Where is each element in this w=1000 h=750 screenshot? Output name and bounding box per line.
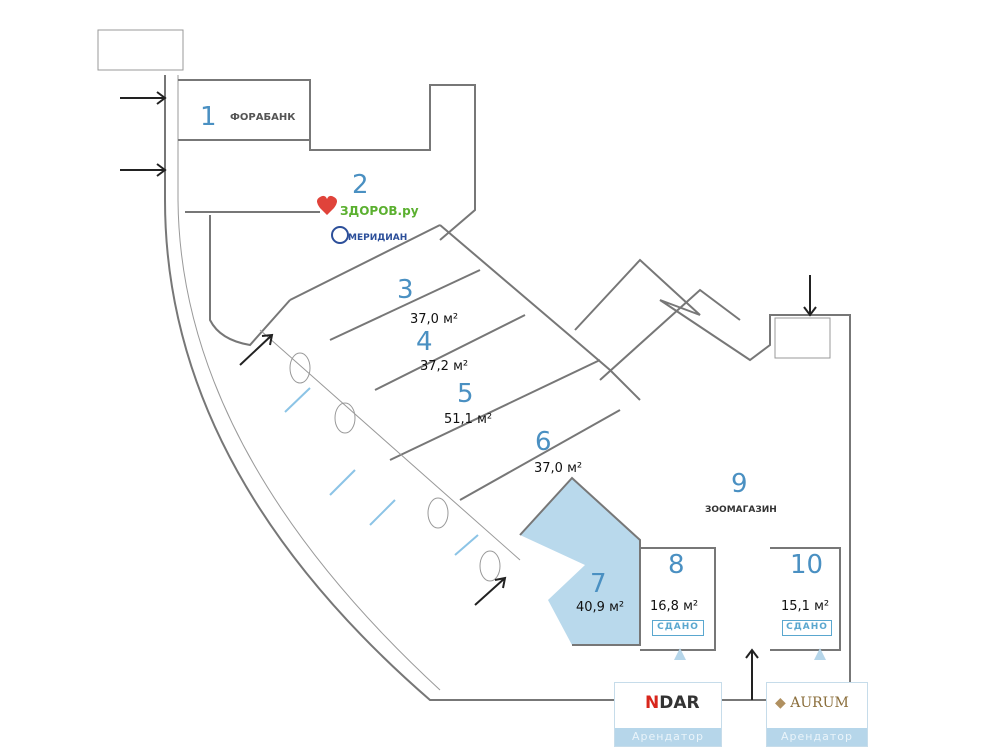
wall-4-5 [374,314,526,391]
outer-wall-inner [177,75,441,691]
entry-arrow-blue-icon [329,469,356,496]
corridor-line [259,329,521,561]
wall-unit-9-back [599,288,741,381]
stair [774,317,831,359]
dar-logo: NDAR [645,693,700,713]
aurum-logo: ◆ AURUM [775,695,849,711]
unit-10-status-badge: СДАНО [782,620,832,636]
entry-arrow-blue-icon [369,499,396,526]
entry-arrow-icon [120,91,167,105]
back-wall-3-6 [439,224,641,401]
unit-1-tenant: ФОРАБАНК [230,112,296,123]
unit-8-number: 8 [668,550,685,580]
unit-2-number: 2 [352,170,369,200]
unit-7-area: 40,9 м² [576,600,624,615]
unit-10-area: 15,1 м² [781,599,829,614]
wall-3-front [289,224,441,301]
entry-arrow-blue-icon [284,387,311,413]
tenant-card-dar: NDAR Арендатор [614,682,722,747]
unit-2-tenant-2: МЕРИДИАН [348,233,407,243]
entry-triangle-icon [814,648,826,660]
wall-3-4 [329,269,481,341]
unit-1-number: 1 [200,102,217,132]
unit-4-number: 4 [416,327,433,357]
outer-wall [164,75,850,701]
column [427,497,449,529]
unit-7-highlight [520,478,640,645]
entry-arrow-icon [239,333,274,366]
heart-logo-icon [317,195,337,215]
entry-arrow-icon [120,163,167,177]
tenant-card-label: Арендатор [615,728,721,746]
unit-3-area: 37,0 м² [410,312,458,327]
unit-6-number: 6 [535,427,552,457]
wall-unit-2-lower [209,215,291,347]
unit-5-area: 51,1 м² [444,412,492,427]
unit-4-area: 37,2 м² [420,359,468,374]
column [479,550,501,582]
tenant-card-label: Арендатор [767,728,867,746]
balcony [97,29,184,71]
entry-arrow-blue-icon [454,534,479,556]
unit-3-number: 3 [397,275,414,305]
entry-arrow-icon [745,648,759,700]
unit-9-tenant: ЗООМАГАЗИН [705,505,777,515]
entry-arrow-blue-icon [474,576,507,606]
wall-right-block [574,258,851,700]
wall-unit-7 [519,476,641,646]
entry-triangle-icon [674,648,686,660]
unit-10-number: 10 [790,550,823,580]
wall-unit-8 [640,547,716,651]
unit-6-area: 37,0 м² [534,461,582,476]
unit-7-number: 7 [590,569,607,599]
wall-5-6 [389,359,601,461]
meridian-logo-icon [331,226,349,244]
wall-6-7 [459,409,621,501]
unit-8-area: 16,8 м² [650,599,698,614]
unit-2-tenant: ЗДОРОВ.ру [340,204,419,218]
unit-8-status-badge: СДАНО [652,620,704,636]
column [334,402,356,434]
column [289,352,311,384]
tenant-card-aurum: ◆ AURUM Арендатор [766,682,868,747]
wall-unit-10 [770,547,841,651]
entry-arrow-icon [803,275,817,317]
unit-9-number: 9 [731,469,748,499]
unit-5-number: 5 [457,379,474,409]
wall-units-1-2 [178,79,476,241]
